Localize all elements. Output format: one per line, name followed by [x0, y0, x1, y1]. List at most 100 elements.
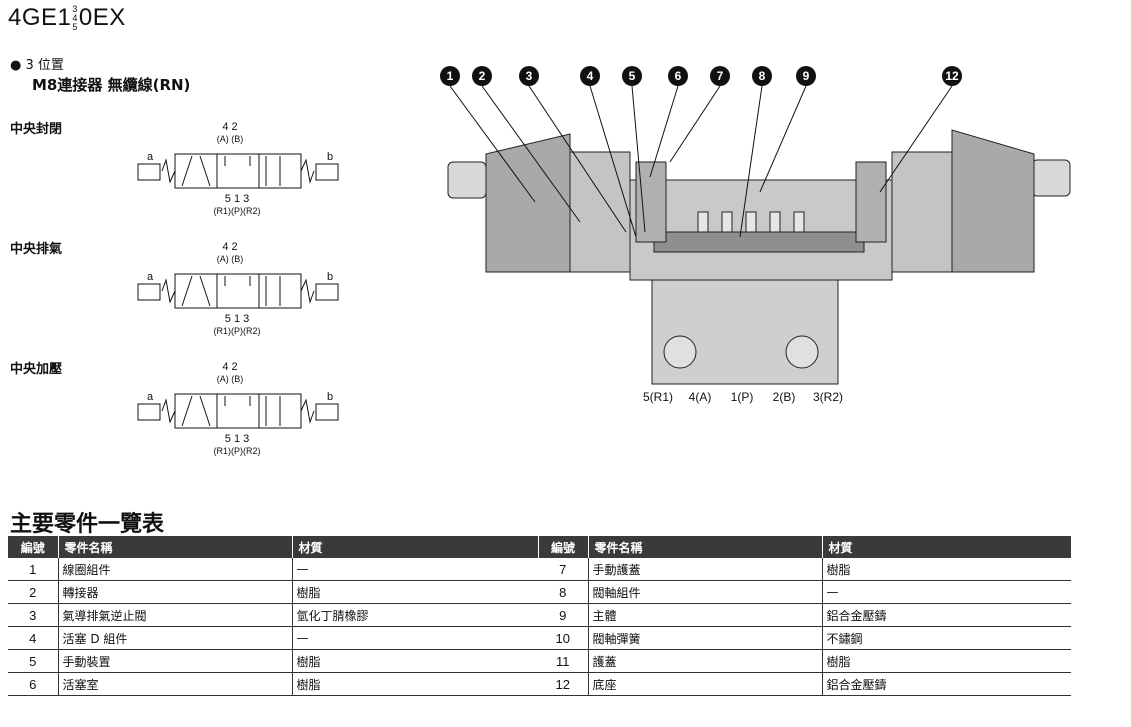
- solenoid-right: [315, 163, 339, 181]
- callout-leader: [879, 85, 953, 193]
- part-name: 護蓋: [588, 649, 823, 673]
- part-no: 3: [8, 603, 59, 627]
- solenoid-left: [137, 283, 161, 301]
- valve-box-left: [174, 273, 218, 309]
- part-material: 樹脂: [292, 649, 538, 673]
- callout-number: 9: [803, 69, 810, 83]
- right-coil: [951, 129, 1035, 273]
- callout-leader: [649, 85, 679, 178]
- model-suffix: 0EX: [78, 4, 126, 31]
- header-part-name: 零件名稱: [588, 536, 823, 558]
- callout-leader: [669, 85, 721, 163]
- part-no: 10: [538, 626, 589, 650]
- spring-left: [161, 398, 176, 424]
- solenoid-right: [315, 283, 339, 301]
- spool: [653, 231, 865, 253]
- ports-top-sub-label: (A) (B): [217, 374, 244, 384]
- callout-badge: [710, 66, 730, 86]
- callout-badge: [519, 66, 539, 86]
- connector-spec: M8連接器 無纜線(RN): [32, 76, 191, 94]
- port-label: 1(P): [731, 390, 754, 404]
- ports-bottom-sub-label: (R1)(P)(R2): [214, 326, 261, 336]
- part-name: 底座: [588, 672, 823, 696]
- callout-leader: [589, 85, 637, 238]
- port-label: 3(R2): [813, 390, 843, 404]
- side-a-label: a: [147, 151, 154, 163]
- ports-top-label: 4 2: [222, 121, 237, 133]
- side-b-label: b: [327, 151, 333, 163]
- callout-number: 4: [587, 69, 594, 83]
- callout-leader: [481, 85, 581, 223]
- part-material: —: [292, 558, 538, 581]
- side-b-label: b: [327, 271, 333, 283]
- part-no: 6: [8, 672, 59, 696]
- part-material: 氫化丁腈橡膠: [292, 603, 538, 627]
- part-material: 樹脂: [292, 672, 538, 696]
- solenoid-left: [137, 163, 161, 181]
- right-adapter: [891, 151, 953, 273]
- callout-number: 7: [717, 69, 724, 83]
- part-material: 樹脂: [292, 580, 538, 604]
- side-a-label: a: [147, 271, 154, 283]
- ports-bottom-label: 5 1 3: [225, 313, 249, 325]
- port-label: 2(B): [773, 390, 796, 404]
- callout-badge: [942, 66, 962, 86]
- part-name: 主體: [588, 603, 823, 627]
- valve-box-left: [174, 393, 218, 429]
- callout-badge: [622, 66, 642, 86]
- callout-number: 12: [945, 69, 959, 83]
- part-no: 1: [8, 558, 59, 581]
- ports-bottom-sub-label: (R1)(P)(R2): [214, 446, 261, 456]
- part-name: 線圈組件: [58, 558, 293, 581]
- solenoid-left: [137, 403, 161, 421]
- part-no: 7: [538, 558, 589, 581]
- symbol-label-pressure-center: 中央加壓: [10, 362, 63, 377]
- header-part-name: 零件名稱: [58, 536, 293, 558]
- part-no: 9: [538, 603, 589, 627]
- part-name: 氣導排氣逆止閥: [58, 603, 293, 627]
- spring-right: [300, 158, 315, 184]
- part-no: 4: [8, 626, 59, 650]
- side-b-label: b: [327, 391, 333, 403]
- part-name: 活塞室: [58, 672, 293, 696]
- callout-number: 3: [526, 69, 533, 83]
- valve-box-center: [216, 393, 260, 429]
- part-no: 11: [538, 649, 589, 673]
- solenoid-right: [315, 403, 339, 421]
- ports-top-label: 4 2: [222, 241, 237, 253]
- callout-badge: [580, 66, 600, 86]
- ports-top-sub-label: (A) (B): [217, 134, 244, 144]
- spring-right: [300, 398, 315, 424]
- port-label: 5(R1): [643, 390, 673, 404]
- header-material: 材質: [292, 536, 539, 558]
- right-connector: [1031, 159, 1071, 197]
- table-header-row: 編號 零件名稱 材質 編號 零件名稱 材質: [8, 536, 1071, 558]
- part-name: 活塞 D 組件: [58, 626, 293, 650]
- part-name: 轉接器: [58, 580, 293, 604]
- part-no: 8: [538, 580, 589, 604]
- right-piston-chamber: [855, 161, 887, 243]
- side-a-label: a: [147, 391, 154, 403]
- part-material: —: [292, 626, 538, 650]
- part-material: 樹脂: [822, 649, 1071, 673]
- header-no: 編號: [8, 536, 59, 558]
- part-name: 手動裝置: [58, 649, 293, 673]
- part-no: 5: [8, 649, 59, 673]
- ports-bottom-sub-label: (R1)(P)(R2): [214, 206, 261, 216]
- callout-badge: [668, 66, 688, 86]
- valve-box-center: [216, 273, 260, 309]
- callout-leader: [759, 85, 807, 193]
- port-label: 4(A): [689, 390, 712, 404]
- symbol-label-exhaust-center: 中央排氣: [10, 242, 63, 257]
- callout-leader: [528, 85, 627, 233]
